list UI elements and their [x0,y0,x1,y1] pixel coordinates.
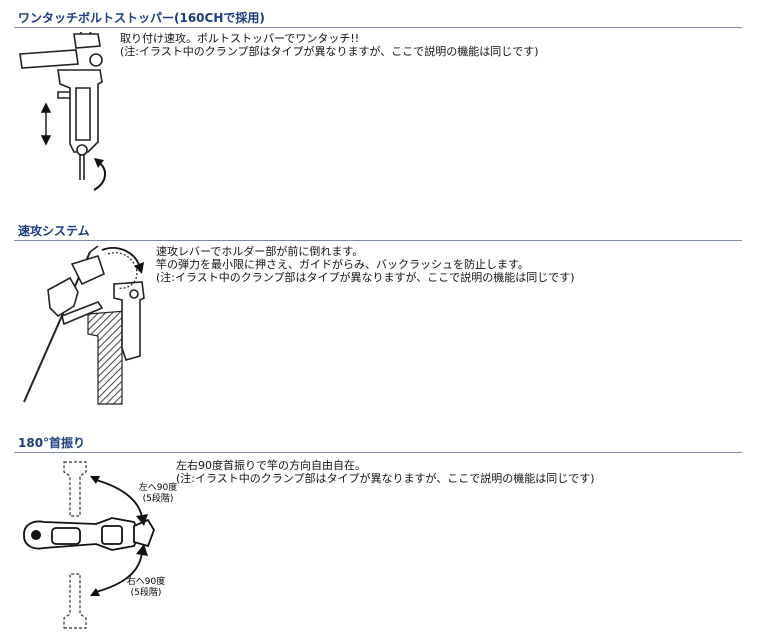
angle-label-right-steps: (5段階) [131,586,162,598]
bolt-stopper-illustration [19,32,106,191]
description-line: (注:イラスト中のクランプ部はタイプが異なりますが、ここで説明の機能は同じです) [176,472,595,485]
section-heading: 速攻システム [18,224,90,238]
description-line: 速攻レバーでホルダー部が前に倒れます。 [156,245,364,258]
section-heading: ワンタッチボルトストッパー(160CHで採用) [18,11,265,25]
section-divider [14,27,742,28]
quick-system-illustration [23,245,145,405]
section-description: 左右90度首振りで竿の方向自由自在。 (注:イラスト中のクランプ部はタイプが異な… [176,459,595,485]
description-line: (注:イラスト中のクランプ部はタイプが異なりますが、ここで説明の機能は同じです) [156,271,575,284]
description-line: (注:イラスト中のクランプ部はタイプが異なりますが、ここで説明の機能は同じです) [120,45,539,58]
description-line: 取り付け速攻。ボルトストッパーでワンタッチ!! [120,32,360,45]
angle-label-left: 左へ90度 [139,481,177,493]
angle-label-right: 右へ90度 [127,575,165,587]
section-heading: 180°首振り [18,436,86,450]
section-description: 速攻レバーでホルダー部が前に倒れます。 竿の弾力を最小限に押さえ、ガイドがらみ、… [156,245,575,284]
swivel-illustration: 左へ90度 (5段階) 右へ90度 (5段階) [23,461,177,629]
angle-label-left-steps: (5段階) [143,492,174,504]
section-divider [14,452,742,453]
description-line: 左右90度首振りで竿の方向自由自在。 [176,459,366,472]
section-description: 取り付け速攻。ボルトストッパーでワンタッチ!! (注:イラスト中のクランプ部はタ… [120,32,539,58]
description-line: 竿の弾力を最小限に押さえ、ガイドがらみ、バックラッシュを防止します。 [156,258,529,271]
section-divider [14,240,742,241]
